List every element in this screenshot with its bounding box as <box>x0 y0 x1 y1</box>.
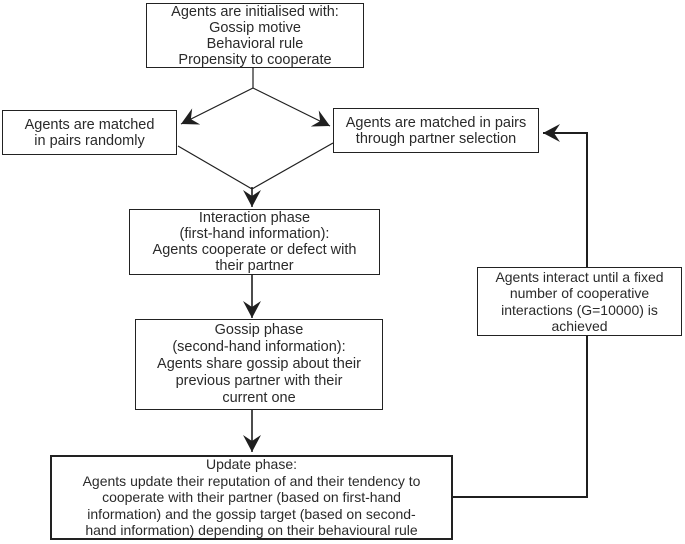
box-loop-condition: Agents interact until a fixed number of … <box>477 267 682 336</box>
arrow-split-to-random <box>180 87 254 125</box>
box-update-phase-text: Update phase: Agents update their reputa… <box>82 456 421 539</box>
box-loop-condition-text: Agents interact until a fixed number of … <box>495 268 664 335</box>
box-interaction-phase: Interaction phase (first-hand informatio… <box>129 209 380 275</box>
box-update-phase: Update phase: Agents update their reputa… <box>50 455 453 540</box>
connector-update-to-loop <box>453 336 588 498</box>
box-initialisation-text: Agents are initialised with: Gossip moti… <box>171 3 339 68</box>
box-matched-randomly: Agents are matched in pairs randomly <box>2 110 177 155</box>
box-interaction-phase-text: Interaction phase (first-hand informatio… <box>152 210 357 274</box>
box-initialisation: Agents are initialised with: Gossip moti… <box>146 3 364 68</box>
box-matched-randomly-text: Agents are matched in pairs randomly <box>24 116 155 149</box>
connector-partner-to-merge <box>251 142 334 190</box>
connector-random-to-merge <box>177 145 253 190</box>
box-gossip-phase: Gossip phase (second-hand information): … <box>135 319 383 410</box>
arrow-loop-to-partner-selection <box>543 124 588 267</box>
box-gossip-phase-text: Gossip phase (second-hand information): … <box>157 322 361 406</box>
box-matched-partner-selection: Agents are matched in pairs through part… <box>333 108 539 153</box>
box-matched-partner-selection-text: Agents are matched in pairs through part… <box>345 114 527 147</box>
arrow-split-to-partner-selection <box>252 87 331 127</box>
